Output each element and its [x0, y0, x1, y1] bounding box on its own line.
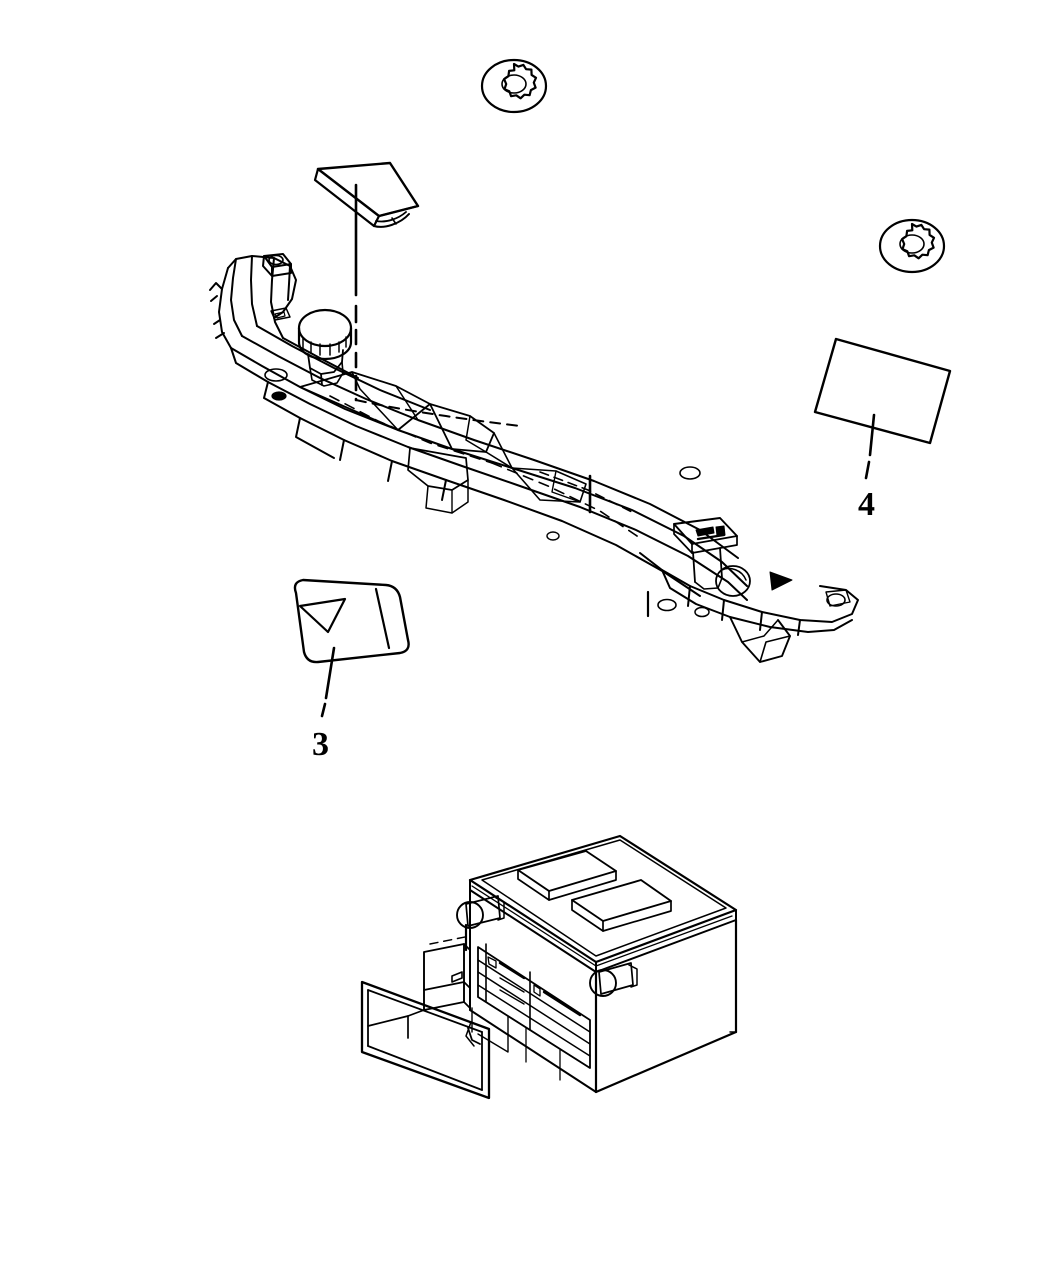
warning-decal-label: [293, 578, 410, 664]
callout-3-leader: [320, 646, 336, 718]
curled-decal-label: [313, 161, 420, 228]
battery: [456, 834, 738, 1094]
lock-washer-top-icon: [480, 58, 548, 114]
lock-washer-right-icon: [878, 218, 946, 274]
battery-label: [360, 923, 491, 1100]
callout-number-3: 3: [312, 726, 329, 763]
connector-block: [673, 517, 751, 597]
radiator-support-crossmember: [209, 253, 859, 663]
blank-decal-label: [813, 337, 952, 445]
curled-decal-leader-line: [354, 183, 521, 427]
callout-number-4: 4: [858, 486, 875, 523]
callout-4-leader: [864, 413, 876, 480]
